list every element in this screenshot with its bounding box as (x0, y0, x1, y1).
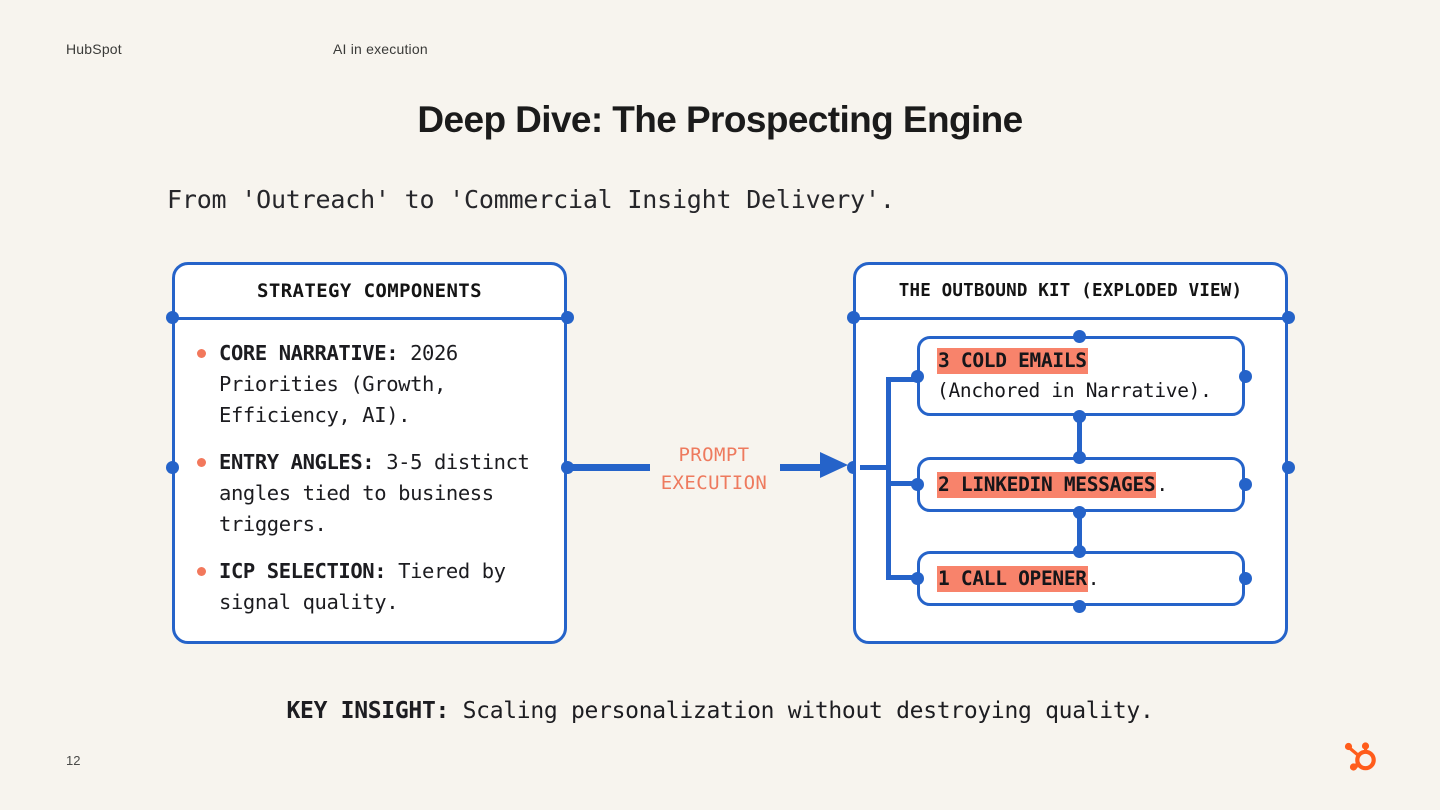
header-brand: HubSpot (66, 41, 122, 57)
outbound-kit-header: THE OUTBOUND KIT (EXPLODED VIEW) (856, 265, 1285, 320)
list-item: ENTRY ANGLES: 3-5 distinct angles tied t… (197, 447, 546, 540)
node-dot (911, 370, 924, 383)
branch-arm-2 (886, 481, 921, 486)
connector-label-line2: EXECUTION (660, 472, 768, 494)
outbound-item-text: 3 COLD EMAILS (Anchored in Narrative). (920, 346, 1212, 406)
outbound-item-rest: . (1156, 472, 1168, 496)
strategy-components-header: STRATEGY COMPONENTS (175, 265, 564, 320)
outbound-item-line1: 3 COLD EMAILS (937, 346, 1212, 376)
bullet-dot-icon (197, 567, 206, 576)
bullet-text: CORE NARRATIVE: 2026 Priorities (Growth,… (219, 338, 546, 431)
node-dot (1073, 506, 1086, 519)
outbound-item-text: 1 CALL OPENER. (920, 564, 1099, 594)
node-dot (1073, 451, 1086, 464)
outbound-item-line2: (Anchored in Narrative). (937, 379, 1212, 402)
bullet-body: 3-5 distinct angles tied to business tri… (219, 450, 530, 536)
list-item: CORE NARRATIVE: 2026 Priorities (Growth,… (197, 338, 546, 431)
node-dot (166, 311, 179, 324)
key-insight-label: KEY INSIGHT: (286, 698, 450, 724)
bullet-label: CORE NARRATIVE: (219, 341, 399, 365)
outbound-item-text: 2 LINKEDIN MESSAGES. (920, 470, 1168, 500)
outbound-item-rest: . (1087, 566, 1100, 590)
outbound-item-highlight: 2 LINKEDIN MESSAGES (937, 471, 1157, 498)
strategy-components-panel: STRATEGY COMPONENTS CORE NARRATIVE: 2026… (172, 262, 567, 644)
node-dot (1073, 330, 1086, 343)
bullet-body: 2026 Priorities (Growth, Efficiency, AI)… (219, 341, 458, 427)
connector-line-left (567, 464, 650, 471)
bullet-label: ENTRY ANGLES: (219, 450, 375, 474)
card-interconnect-1-2 (1077, 419, 1082, 463)
node-dot (1073, 545, 1086, 558)
list-item: ICP SELECTION: Tiered by signal quality. (197, 556, 546, 618)
outbound-kit-title: THE OUTBOUND KIT (EXPLODED VIEW) (898, 281, 1243, 301)
node-dot (1073, 600, 1086, 613)
header-section-label: AI in execution (333, 41, 428, 57)
bullet-dot-icon (197, 349, 206, 358)
outbound-item-card: 1 CALL OPENER. (917, 551, 1245, 606)
bullet-dot-icon (197, 458, 206, 467)
key-insight-text: Scaling personalization without destroyi… (449, 698, 1154, 724)
outbound-item-card: 3 COLD EMAILS (Anchored in Narrative). (917, 336, 1245, 416)
card-interconnect-2-3 (1077, 508, 1082, 552)
outbound-item-highlight: 1 CALL OPENER (937, 565, 1088, 592)
bullet-text: ENTRY ANGLES: 3-5 distinct angles tied t… (219, 447, 546, 540)
key-insight: KEY INSIGHT: Scaling personalization wit… (0, 698, 1440, 724)
outbound-item-highlight: 3 COLD EMAILS (937, 348, 1088, 374)
node-dot (561, 311, 574, 324)
hubspot-sprocket-logo-icon (1340, 736, 1380, 776)
node-dot (1239, 572, 1252, 585)
node-dot (911, 572, 924, 585)
bullet-label: ICP SELECTION: (219, 559, 387, 583)
node-dot (847, 311, 860, 324)
node-dot (1282, 311, 1295, 324)
outbound-item-line1: 2 LINKEDIN MESSAGES. (937, 470, 1168, 500)
node-dot (1282, 461, 1295, 474)
branch-arm-3 (886, 575, 921, 580)
connector-label-line1: PROMPT (678, 444, 750, 466)
outbound-item-line1: 1 CALL OPENER. (937, 564, 1099, 594)
connector-line-right (780, 464, 825, 471)
strategy-components-list: CORE NARRATIVE: 2026 Priorities (Growth,… (175, 320, 564, 618)
branch-trunk (886, 377, 891, 580)
page-title: Deep Dive: The Prospecting Engine (417, 99, 1023, 140)
bullet-body: Tiered by signal quality. (219, 559, 506, 614)
branch-stub-from-node (860, 465, 891, 470)
node-dot (1073, 410, 1086, 423)
outbound-item-card: 2 LINKEDIN MESSAGES. (917, 457, 1245, 512)
connector-label: PROMPT EXECUTION (648, 441, 780, 497)
strategy-components-title: STRATEGY COMPONENTS (257, 280, 482, 302)
page-subtitle: From 'Outreach' to 'Commercial Insight D… (167, 185, 895, 214)
branch-arm-1 (886, 377, 921, 382)
page-number: 12 (66, 753, 81, 768)
node-dot (911, 478, 924, 491)
node-dot (1239, 370, 1252, 383)
node-dot (1239, 478, 1252, 491)
node-dot (166, 461, 179, 474)
bullet-text: ICP SELECTION: Tiered by signal quality. (219, 556, 546, 618)
arrow-right-icon (820, 452, 848, 478)
